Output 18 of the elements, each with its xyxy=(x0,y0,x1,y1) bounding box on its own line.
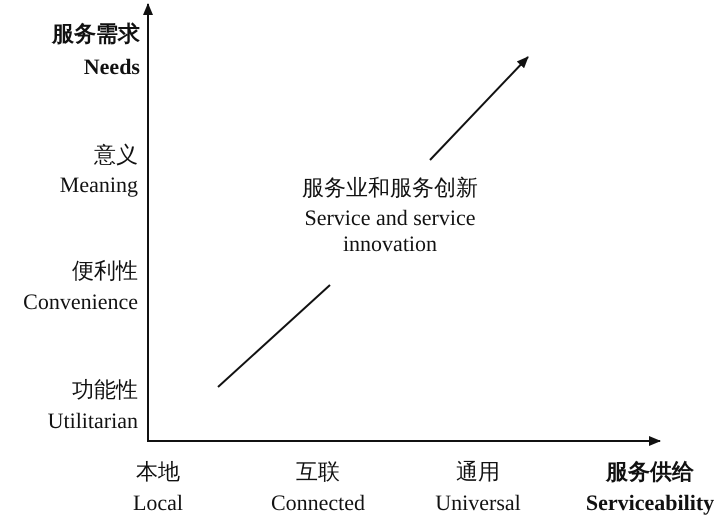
axis-label: 意义 xyxy=(94,142,138,168)
axis-label: 服务需求 xyxy=(52,21,140,47)
axis-label: Utilitarian xyxy=(48,408,138,434)
axis-label: 互联 xyxy=(296,459,340,485)
axis-label: 服务供给 xyxy=(606,459,694,485)
axis-label: 便利性 xyxy=(72,258,138,284)
axis-label: Service and service innovation xyxy=(303,205,477,257)
axis-label: Meaning xyxy=(60,172,138,198)
axis-label: Convenience xyxy=(23,289,138,315)
axis-label: Universal xyxy=(435,490,521,516)
axis-label: 功能性 xyxy=(72,377,138,403)
axis-label: Connected xyxy=(270,490,366,516)
axis-label: Serviceability xyxy=(586,490,714,516)
axis-label: 本地 xyxy=(136,459,180,485)
axis-label: 通用 xyxy=(456,459,500,485)
axis-label: Local xyxy=(132,490,184,516)
axis-label: 服务业和服务创新 xyxy=(302,175,478,201)
axis-label: Needs xyxy=(84,54,140,80)
